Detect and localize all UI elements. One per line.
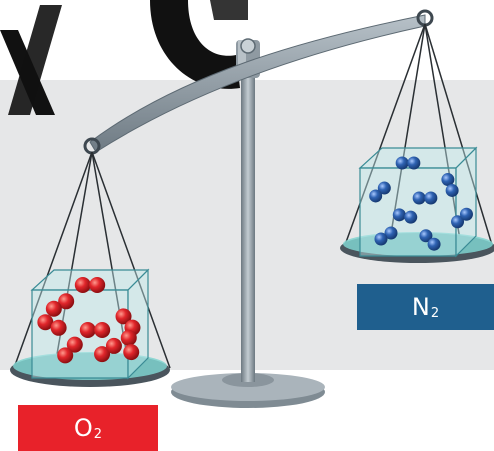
atom [115, 308, 132, 325]
molecule [57, 336, 83, 364]
atom [419, 229, 433, 243]
molecule [451, 207, 473, 229]
scale-pole [241, 70, 255, 382]
atom [404, 210, 418, 224]
atom [89, 277, 106, 293]
atom [369, 189, 383, 203]
nitrogen-label-base: N [411, 293, 430, 321]
right-strings [344, 23, 493, 246]
molecule [74, 277, 106, 293]
atom [427, 237, 441, 251]
scale-beam [89, 14, 426, 153]
atom [374, 232, 388, 246]
atom [395, 156, 409, 170]
atom [120, 329, 137, 346]
atom [441, 173, 455, 187]
molecule [79, 322, 111, 338]
atom [392, 208, 406, 222]
molecule [412, 191, 438, 205]
molecule [120, 329, 140, 361]
molecule [395, 156, 421, 170]
molecule [392, 208, 418, 224]
atom [57, 347, 74, 364]
molecule [374, 226, 398, 246]
atom [66, 336, 83, 353]
atom [37, 314, 54, 331]
atom [384, 226, 398, 240]
molecule [419, 229, 441, 251]
atom [50, 319, 67, 336]
oxygen-label-subscript: 2 [93, 426, 103, 442]
atom [94, 322, 111, 338]
nitrogen-label-subscript: 2 [430, 305, 440, 321]
atom [45, 300, 62, 317]
atom [451, 215, 465, 229]
oxygen-label-base: O [73, 414, 93, 442]
atom [407, 156, 421, 170]
molecule [94, 337, 122, 363]
atom [123, 344, 140, 361]
atom [74, 277, 91, 293]
molecule [369, 181, 391, 203]
nitrogen-molecules [369, 156, 473, 251]
atom [94, 346, 111, 363]
watermark-fragment [0, 0, 248, 115]
atom [424, 191, 438, 205]
atom [105, 337, 122, 354]
atom [459, 207, 473, 221]
molecule [37, 314, 67, 336]
oxygen-molecules [37, 277, 141, 364]
atom [377, 181, 391, 195]
molecule [45, 293, 75, 317]
atom [79, 322, 96, 338]
atom [58, 293, 75, 310]
molecule [441, 173, 459, 197]
atom [412, 191, 426, 205]
atom [445, 183, 459, 197]
